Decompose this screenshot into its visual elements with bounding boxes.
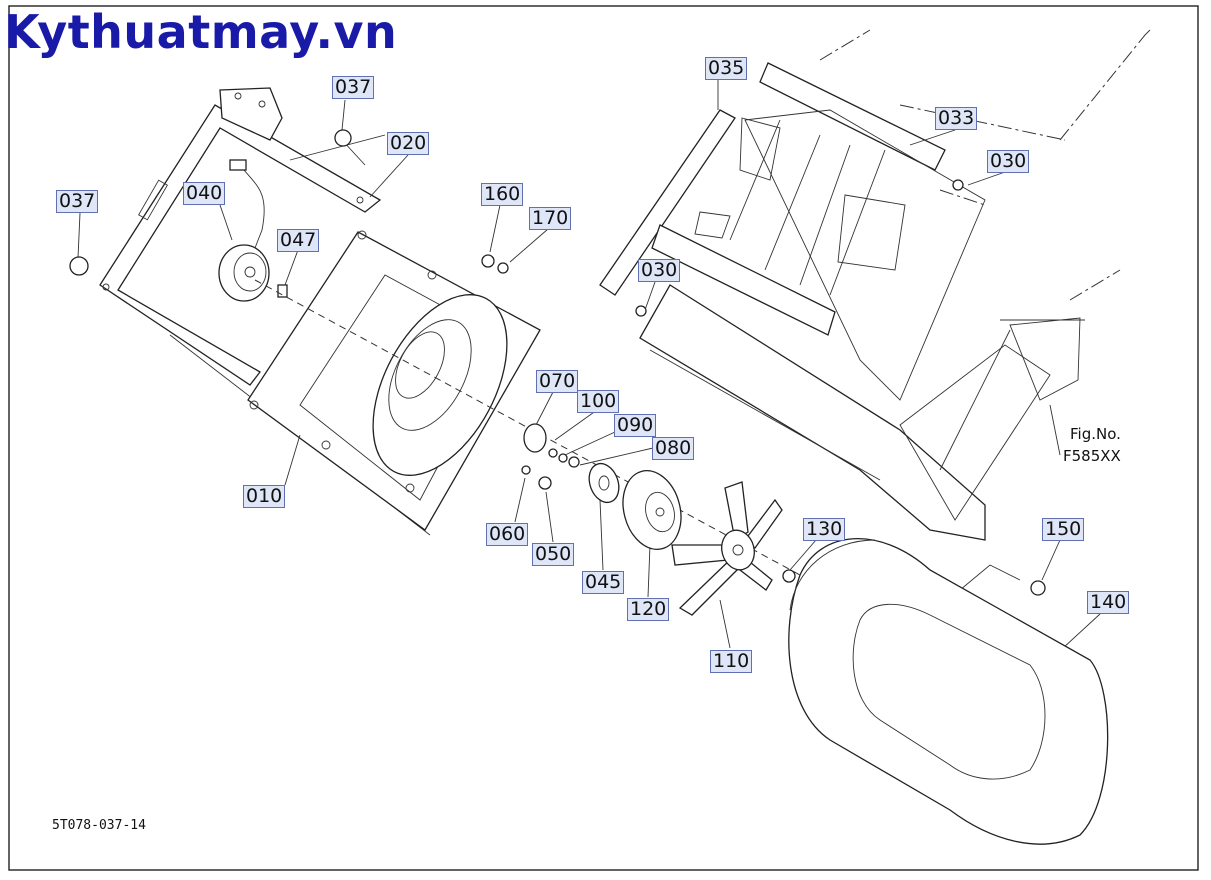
- bolt-130: [782, 569, 796, 583]
- leader-lines: [77, 80, 1101, 661]
- callout-040: 040: [183, 182, 226, 205]
- callout-045: 045: [582, 571, 625, 594]
- knob-037-top: [334, 129, 352, 147]
- callout-047: 047: [277, 229, 320, 252]
- spacer-045: [588, 462, 620, 504]
- callout-110: 110: [710, 650, 753, 673]
- callout-020: 020: [387, 132, 430, 155]
- fan-110: [671, 481, 783, 616]
- fan-shroud-140: [788, 538, 1109, 845]
- callout-037-top: 037: [332, 76, 375, 99]
- callout-033: 033: [935, 107, 978, 130]
- bolt-150: [1030, 580, 1046, 596]
- callout-010: 010: [243, 485, 286, 508]
- pulley-120: [622, 470, 682, 550]
- drawing-border: [8, 5, 1199, 871]
- washer-170: [497, 262, 509, 274]
- figure-ref-number: F585XX: [1063, 447, 1121, 465]
- washer-060: [521, 465, 531, 475]
- callout-130: 130: [803, 518, 846, 541]
- callout-030-center: 030: [638, 259, 681, 282]
- site-watermark: Kythuatmay.vn: [4, 5, 398, 59]
- hub-070: [523, 423, 547, 453]
- bolt-050: [538, 476, 552, 490]
- callout-100: 100: [577, 390, 620, 413]
- radiator-support-035: [599, 62, 986, 401]
- callout-140: 140: [1087, 591, 1130, 614]
- bolt-030-center: [635, 305, 647, 317]
- drawing-number: 5T078-037-14: [52, 818, 146, 833]
- washer-090: [558, 453, 568, 463]
- washer-100: [548, 448, 558, 458]
- callout-120: 120: [627, 598, 670, 621]
- callout-080: 080: [652, 437, 695, 460]
- callout-150: 150: [1042, 518, 1085, 541]
- bolt-030-right: [952, 179, 964, 191]
- callout-035: 035: [705, 57, 748, 80]
- callout-090: 090: [614, 414, 657, 437]
- hardware-fasteners: [69, 129, 1046, 596]
- callout-037-left: 037: [56, 190, 99, 213]
- figure-ref-label: Fig.No.: [1070, 425, 1121, 443]
- callout-030-right: 030: [987, 150, 1030, 173]
- nut-160: [481, 254, 495, 268]
- callout-160: 160: [481, 183, 524, 206]
- shroud-frame-010: [247, 230, 541, 531]
- callout-060: 060: [486, 523, 529, 546]
- fan-motor-040: [218, 159, 288, 302]
- callout-070: 070: [536, 370, 579, 393]
- nut-080: [568, 456, 580, 468]
- assembly-axis-line: [254, 279, 801, 576]
- knob-037-left: [69, 256, 89, 276]
- callout-170: 170: [529, 207, 572, 230]
- lower-guide-plate: [639, 284, 1085, 541]
- callout-050: 050: [532, 543, 575, 566]
